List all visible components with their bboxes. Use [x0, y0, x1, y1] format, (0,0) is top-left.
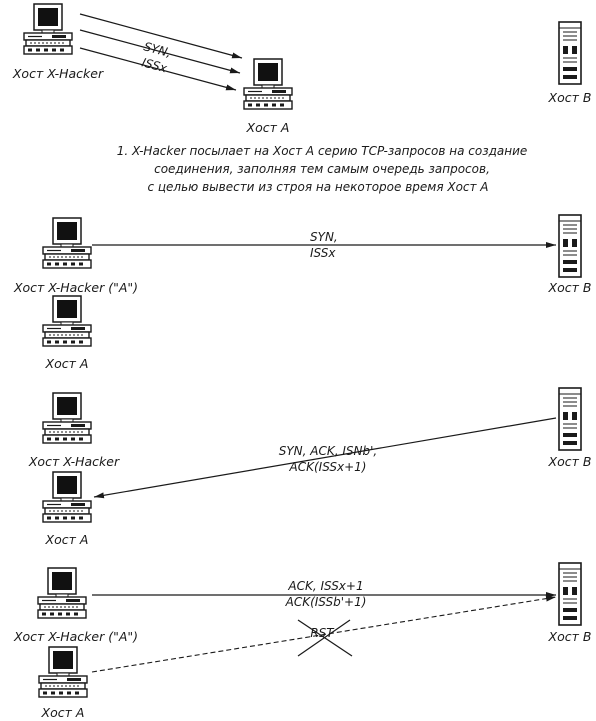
scene-3: Хост X-Hacker Хост А Хост В SYN, ACK, IS… [28, 387, 592, 547]
rst-dashed-arrow [91, 595, 557, 673]
scene-4: Хост X-Hacker ("А") Хост А Хост В ACK, I… [13, 562, 592, 720]
host-b-label: Хост В [548, 280, 592, 295]
syn-ack-arrow [93, 417, 557, 499]
hacker-label: Хост X-Hacker [12, 66, 104, 81]
host-b-server-icon [558, 387, 582, 451]
hacker-computer-icon [42, 392, 92, 444]
edge-label-line-2: ISSx [140, 55, 169, 75]
host-a-label: Хост А [45, 532, 89, 547]
syn-flood-arrow-2 [79, 29, 241, 74]
host-b-server-icon [558, 562, 582, 626]
host-a-computer-icon [42, 295, 92, 347]
host-a-computer-icon [42, 471, 92, 523]
host-b-label: Хост В [548, 629, 592, 644]
syn-flood-arrow-3 [79, 47, 237, 91]
hacker-computer-icon [42, 217, 92, 269]
edge-label-line-1: SYN, ACK, ISNb', [279, 444, 378, 458]
caption-line-1: 1. X-Hacker посылает на Хост А серию TCP… [117, 144, 528, 158]
caption-line-3: с целью вывести из строя на некоторое вр… [147, 180, 488, 194]
host-b-label: Хост В [548, 90, 592, 105]
hacker-computer-icon [23, 3, 73, 55]
edge-label-line-1: SYN, [142, 39, 172, 60]
rst-label: RST [310, 626, 335, 640]
host-b-label: Хост В [548, 454, 592, 469]
host-b-server-icon [558, 214, 582, 278]
host-a-label: Хост А [246, 120, 290, 135]
edge-label-line-2: ISSx [310, 246, 336, 260]
host-a-label: Хост А [41, 705, 85, 720]
scene-1: Хост X-Hacker Хост А Хост В SYN, ISSx 1.… [12, 3, 592, 194]
edge-label-line-2: ACK(ISSx+1) [289, 460, 367, 474]
host-a-label: Хост А [45, 356, 89, 371]
hacker-computer-icon [37, 567, 87, 619]
scene-2: Хост X-Hacker ("А") Хост А Хост В SYN, I… [13, 214, 592, 371]
hacker-label: Хост X-Hacker ("А") [13, 280, 138, 295]
host-a-computer-icon [38, 646, 88, 698]
hacker-label: Хост X-Hacker [28, 454, 120, 469]
rst-cross-mark [297, 619, 351, 657]
edge-label-line-2: ACK(ISSb'+1) [285, 595, 367, 609]
edge-label-line-1: SYN, [310, 230, 338, 244]
host-a-computer-icon [243, 58, 293, 110]
hacker-label: Хост X-Hacker ("А") [13, 629, 138, 644]
caption-line-2: соединения, заполняя тем самым очередь з… [154, 162, 490, 176]
host-b-server-icon [558, 21, 582, 85]
syn-flood-arrow-1 [79, 13, 243, 59]
edge-label-line-1: ACK, ISSx+1 [287, 579, 363, 593]
